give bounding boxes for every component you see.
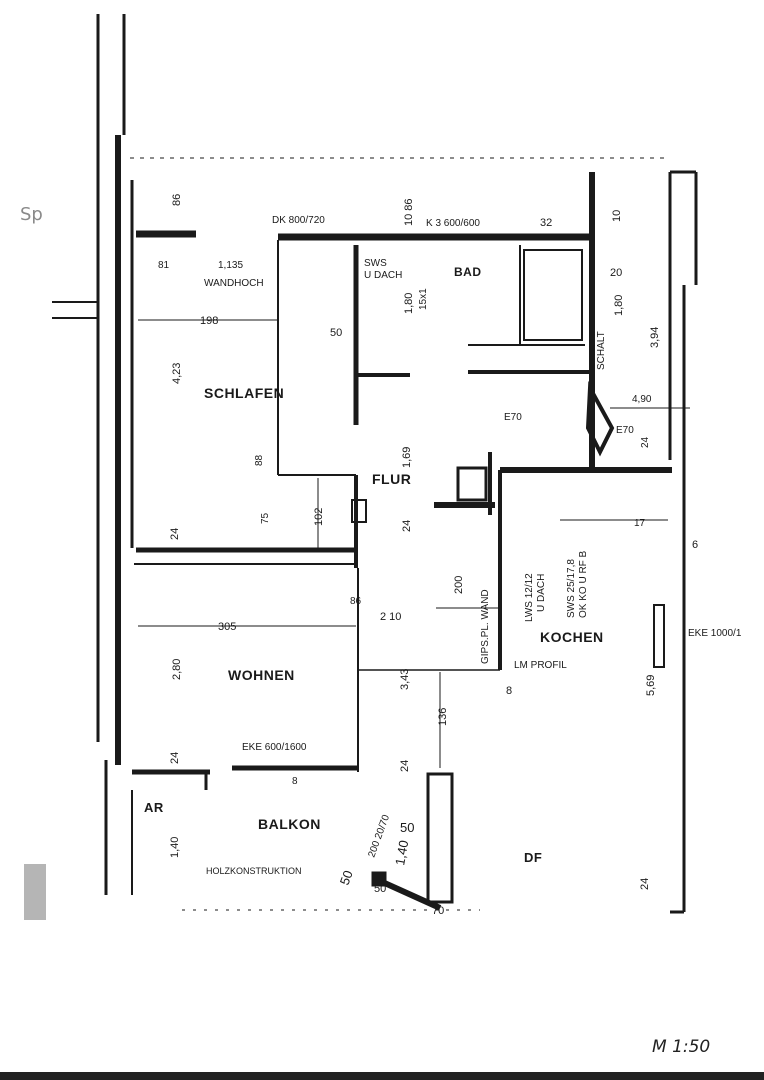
note-lm-profil: LM PROFIL <box>514 660 567 671</box>
room-ar: AR <box>144 800 164 815</box>
dim-1695: 1,69 <box>401 447 413 468</box>
note-sws: SWS <box>364 258 387 269</box>
note-ok: OK KO U RF B <box>578 550 589 618</box>
dim-6: 6 <box>692 539 698 551</box>
dimension-lines <box>138 319 690 768</box>
room-wohnen: WOHNEN <box>228 667 295 683</box>
dim-81: 81 <box>158 260 170 271</box>
dim-17: 17 <box>634 518 646 529</box>
note-dk-800: DK 800/720 <box>272 215 325 226</box>
note-e70-b: E70 <box>616 425 634 436</box>
note-schalt: SCHALT <box>596 331 607 370</box>
dim-180b: 1,80 <box>613 295 625 316</box>
dim-3945: 3,94 <box>649 327 661 348</box>
grey-tab <box>24 864 46 920</box>
dim-5695: 5,69 <box>645 675 657 696</box>
dim-24f: 24 <box>640 436 651 448</box>
dim-140: 1,40 <box>169 837 181 858</box>
side-label: Sp <box>20 204 43 225</box>
dim-198: 198 <box>200 315 218 327</box>
dim-102: 102 <box>313 508 325 526</box>
dim-50b: 50 <box>400 820 414 835</box>
room-balkon: BALKON <box>258 816 321 832</box>
dim-24d: 24 <box>399 760 411 772</box>
note-lws-dach: U DACH <box>536 574 547 612</box>
dim-343: 3,43 <box>399 669 411 690</box>
note-e70-a: E70 <box>504 412 522 423</box>
dim-135: 1,135 <box>218 260 243 271</box>
note-k3-600: K 3 600/600 <box>426 218 480 229</box>
dim-1086: 10 86 <box>403 198 415 226</box>
note-wandhoch: WANDHOCH <box>204 278 264 289</box>
dim-32: 32 <box>540 217 552 229</box>
dim-24e: 24 <box>639 878 651 890</box>
room-bad: BAD <box>454 265 482 279</box>
dim-136: 136 <box>437 708 449 726</box>
note-eke-1000: EKE 1000/1 <box>688 628 742 639</box>
dim-24a: 24 <box>169 528 181 540</box>
dim-86a: 86 <box>171 194 183 206</box>
room-kochen: KOCHEN <box>540 629 604 645</box>
dim-4235: 4,23 <box>171 363 183 384</box>
walls <box>52 14 698 914</box>
scan-edge <box>0 1072 764 1080</box>
dim-200: 200 <box>453 576 465 594</box>
scale-note: M 1:50 <box>652 1037 710 1057</box>
dim-210: 2 10 <box>380 611 401 623</box>
room-schlafen: SCHLAFEN <box>204 385 284 401</box>
dim-885: 88 <box>254 454 265 466</box>
room-flur: FLUR <box>372 471 411 487</box>
note-sws-kochen: SWS 25/17,8 <box>566 559 577 618</box>
dim-75: 75 <box>260 512 271 524</box>
note-lws: LWS 12/12 <box>524 573 535 622</box>
dim-50a: 50 <box>330 327 342 339</box>
note-holzkonstruktion: HOLZKONSTRUKTION <box>206 866 302 876</box>
dim-50d: 50 <box>374 883 386 895</box>
room-df: DF <box>524 850 542 865</box>
dim-24b: 24 <box>401 520 413 532</box>
dim-24c: 24 <box>169 752 181 764</box>
dim-490: 4,90 <box>632 394 652 405</box>
dim-10: 10 <box>611 210 623 222</box>
dim-180a: 1,80 <box>403 293 415 314</box>
dim-70: 70 <box>432 905 444 917</box>
dim-15x1: 15x1 <box>418 288 429 310</box>
dim-305: 305 <box>218 621 236 633</box>
note-gipspl-wand: GIPS.PL. WAND <box>480 589 491 664</box>
note-eke-600: EKE 600/1600 <box>242 742 307 753</box>
note-u-dach: U DACH <box>364 270 402 281</box>
dim-20: 20 <box>610 267 622 279</box>
dim-140b: 1,40 <box>392 839 411 867</box>
dim-2805: 2,80 <box>171 659 183 680</box>
dim-8: 8 <box>506 685 512 697</box>
dim-865: 86 <box>350 596 362 607</box>
dim-50c: 50 <box>337 868 356 887</box>
dim-8b: 8 <box>292 776 298 787</box>
